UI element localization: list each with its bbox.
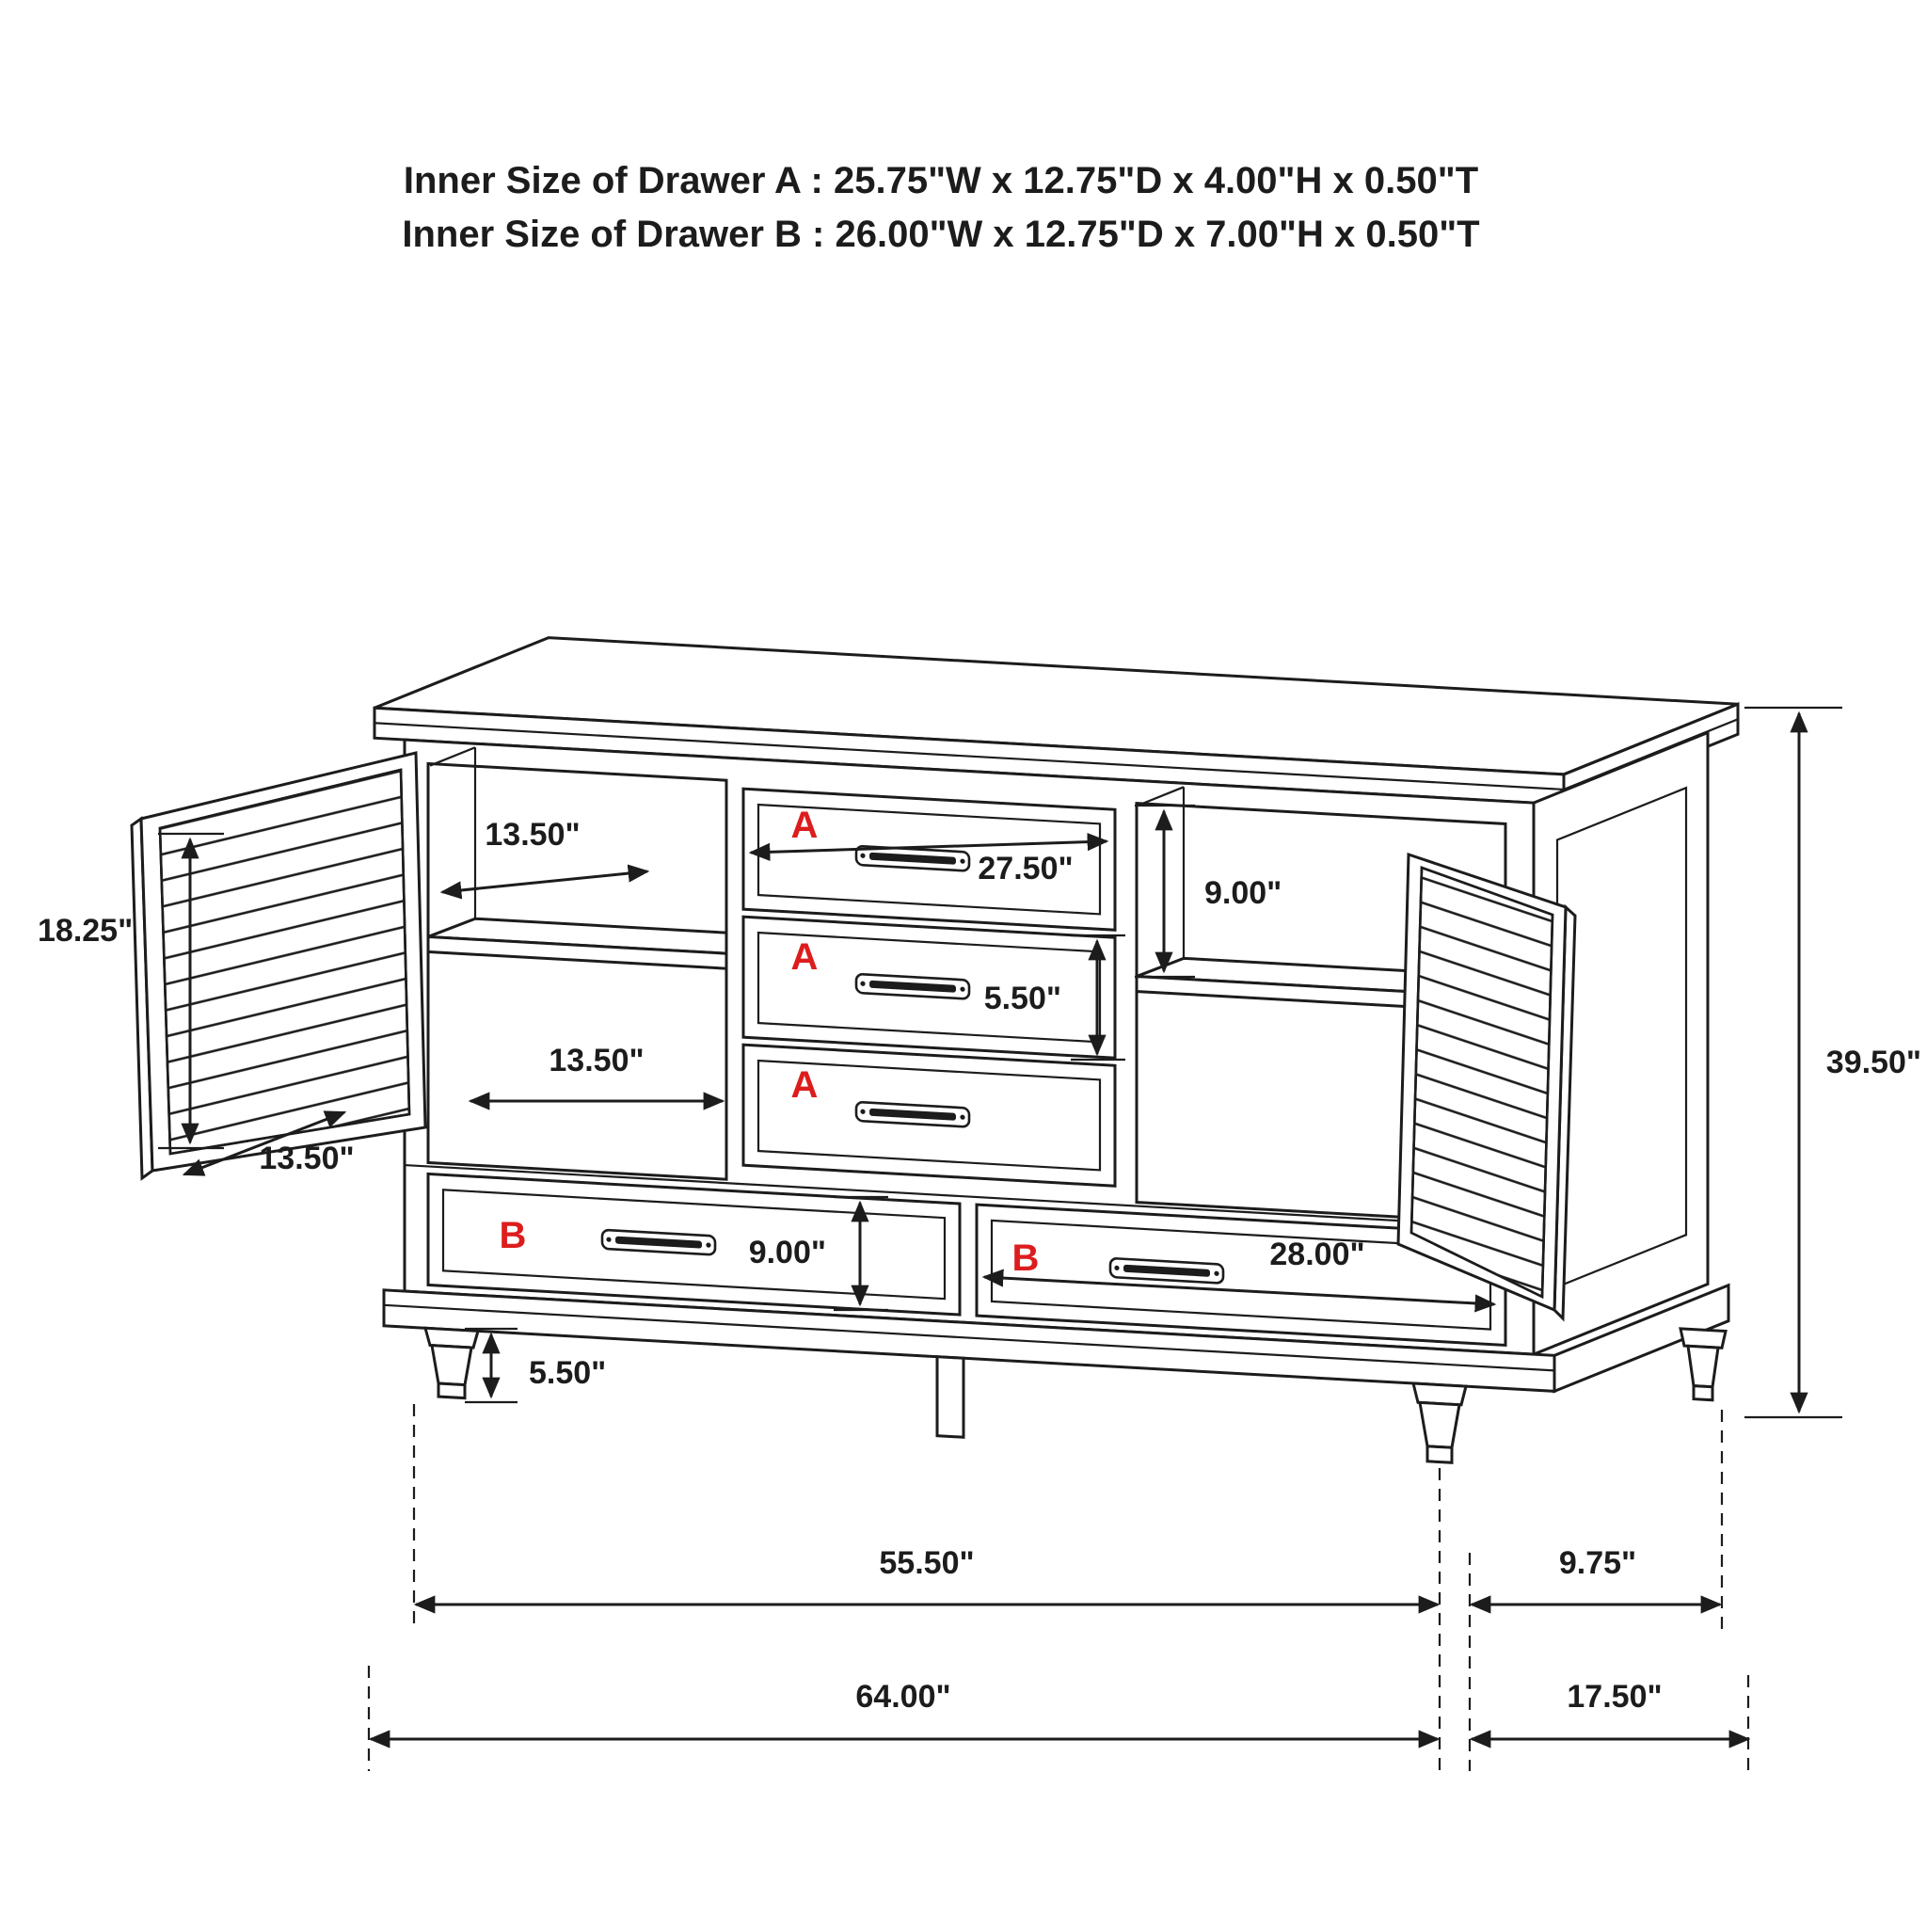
dim-drawer-a-height: 5.50" (984, 934, 1125, 1062)
mid-rail (405, 1163, 1534, 1230)
front-left-foot (423, 1326, 480, 1400)
dim-drawer-a-height-label: 5.50" (984, 981, 1061, 1016)
label-drawer-a-2: A (791, 936, 819, 978)
dim-foot-height-label: 5.50" (529, 1355, 606, 1391)
label-drawer-a-3: A (791, 1064, 819, 1106)
right-door-louvers (1409, 866, 1554, 1300)
dim-left-opening-width: 13.50" (468, 1043, 725, 1110)
dim-left-opening-width-label: 13.50" (549, 1043, 644, 1078)
left-door-louvers (158, 768, 411, 1156)
label-drawer-a-1: A (791, 805, 819, 846)
dim-overall-depth: 17.50" (1469, 1679, 1751, 1748)
header-note-line-1: Inner Size of Drawer A : 25.75"W x 12.75… (404, 160, 1478, 201)
dim-overall-width: 64.00" (368, 1679, 1441, 1748)
left-cabinet-opening (426, 746, 728, 1181)
dim-leg-span-label: 55.50" (879, 1545, 974, 1581)
dim-door-height-label: 18.25" (38, 913, 133, 949)
dim-drawer-b-width: 28.00" (981, 1237, 1497, 1313)
dim-door-width-label: 13.50" (259, 1141, 354, 1176)
front-right-foot (1411, 1381, 1468, 1464)
center-leg (935, 1355, 965, 1439)
dim-overall-height-label: 39.50" (1826, 1045, 1921, 1080)
header-note-line-2: Inner Size of Drawer B : 26.00"W x 12.75… (402, 214, 1479, 255)
dim-side-leg-span: 9.75" (1469, 1545, 1723, 1614)
rear-right-foot (1679, 1327, 1728, 1402)
dim-foot-height: 5.50" (465, 1327, 606, 1404)
label-drawer-b-left: B (500, 1215, 527, 1256)
left-louvered-door (130, 751, 427, 1181)
dim-drawer-b-width-label: 28.00" (1269, 1237, 1364, 1272)
dresser-body (373, 636, 1740, 1464)
right-louvered-door (1396, 852, 1577, 1322)
dim-drawer-b-height-label: 9.00" (749, 1235, 826, 1270)
dim-drawer-a-width-label: 27.50" (978, 851, 1073, 886)
dim-overall-width-label: 64.00" (855, 1679, 950, 1715)
dim-drawer-b-height: 9.00" (749, 1195, 888, 1312)
dim-overall-depth-label: 17.50" (1567, 1679, 1662, 1715)
dim-leg-span: 55.50" (413, 1545, 1441, 1614)
dim-shelf-depth-label: 13.50" (485, 817, 580, 853)
dim-right-opening-height-label: 9.00" (1204, 875, 1282, 911)
extension-lines (367, 1404, 1750, 1771)
dim-door-height: 18.25" (38, 832, 224, 1150)
plinth (382, 1283, 1730, 1394)
dim-drawer-a-width: 27.50" (748, 833, 1109, 886)
dim-side-leg-span-label: 9.75" (1559, 1545, 1636, 1581)
label-drawer-b-right: B (1012, 1237, 1040, 1279)
dim-overall-height: 39.50" (1744, 706, 1921, 1419)
dim-shelf-depth: 13.50" (439, 817, 650, 900)
dim-door-width: 13.50" (182, 1110, 355, 1176)
dim-right-opening-height: 9.00" (1135, 804, 1282, 979)
